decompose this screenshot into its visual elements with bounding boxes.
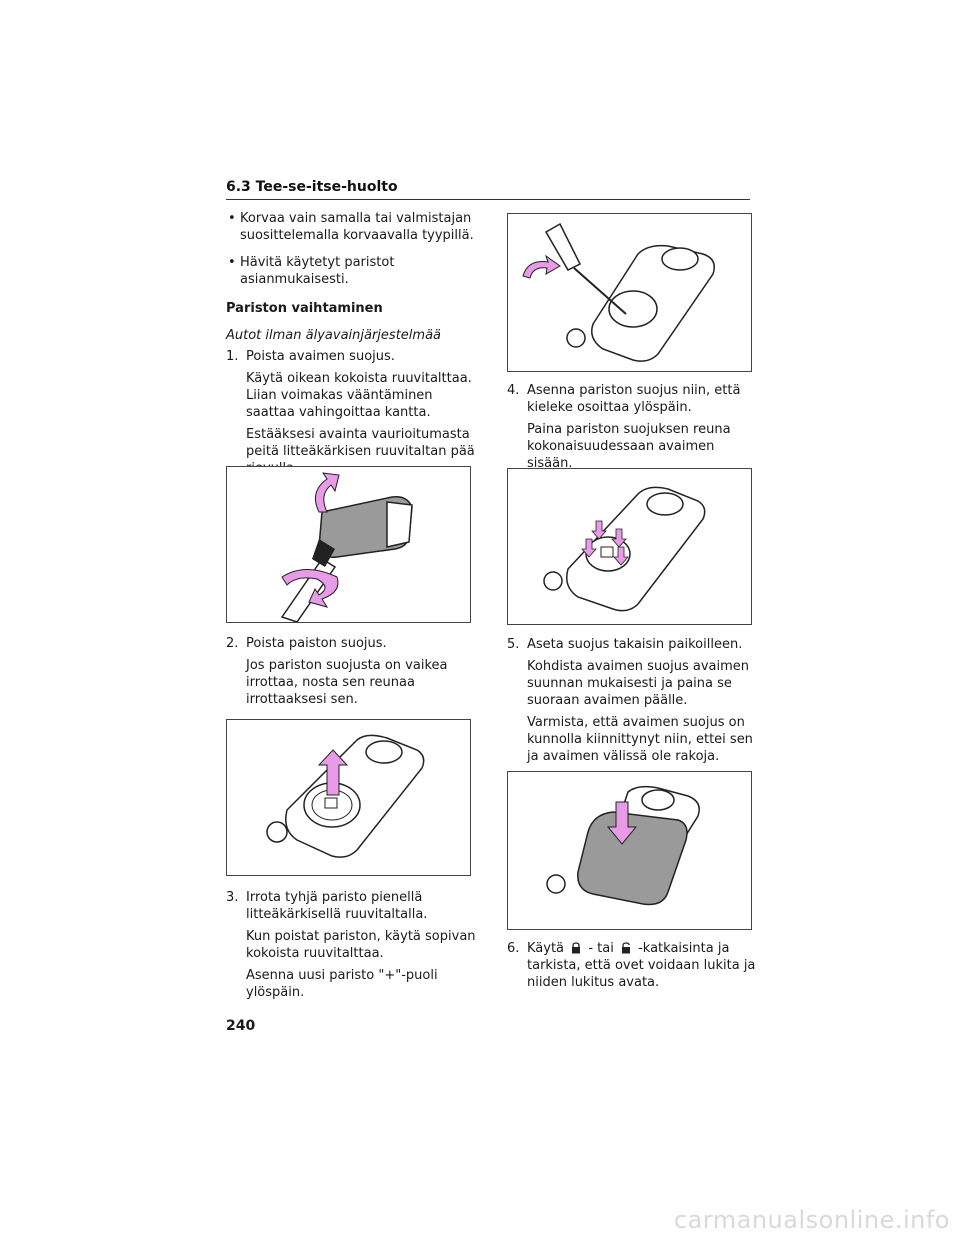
step-title: Poista avaimen suojus. (246, 349, 395, 364)
step-paragraph: Paina pariston suojuksen reuna kokonaisu… (527, 422, 731, 471)
step-paragraph: Jos pariston suojusta on vaikea irrottaa… (246, 658, 448, 707)
step-1: 1. Poista avaimen suojus. (226, 348, 476, 365)
step-5: 5. Aseta suojus takaisin paikoilleen. (507, 636, 757, 653)
step-paragraph: Kun poistat pariston, käytä sopivan koko… (246, 929, 476, 961)
battery-cover-illustration (266, 734, 425, 858)
step-paragraph: Kohdista avaimen suojus avaimen suunnan … (527, 659, 750, 708)
subsection-heading: Pariston vaihtaminen (226, 301, 383, 316)
section-header: 6.3 Tee-se-itse-huolto (226, 176, 750, 200)
step-paragraph: Asenna uusi paristo "+"-puoli ylöspäin. (246, 968, 438, 1000)
battery-removal-illustration (522, 222, 715, 362)
step-title: Aseta suojus takaisin paikoilleen. (527, 637, 743, 652)
step-number: 3. (226, 890, 239, 905)
figure-remove-key-cover (226, 466, 471, 623)
step-number: 6. (507, 941, 520, 956)
figure-remove-battery-cover (226, 719, 471, 876)
step-number: 1. (226, 349, 239, 364)
page-number: 240 (226, 1018, 256, 1034)
left-column: Korvaa vain samalla tai valmistajan suos… (226, 210, 476, 482)
step-6-text-after: -katkaisinta ja tarkista, että ovet void… (527, 941, 756, 990)
watermark: carmanualsonline.info (673, 1206, 950, 1234)
section-title: 6.3 Tee-se-itse-huolto (226, 179, 398, 195)
step-5-block: 5. Aseta suojus takaisin paikoilleen. Ko… (507, 636, 757, 770)
step-title: Asenna pariston suojus niin, että kielek… (527, 383, 741, 415)
battery-cover-install-illustration (543, 486, 706, 612)
step-paragraph: Varmista, että avaimen suojus on kunnoll… (527, 715, 753, 764)
bullet-item: Korvaa vain samalla tai valmistajan suos… (226, 210, 476, 244)
lock-icon (572, 942, 581, 954)
step-title: Irrota tyhjä paristo pienellä litteäkärk… (246, 890, 428, 922)
step-4: 4. Asenna pariston suojus niin, että kie… (507, 382, 757, 416)
step-6-block: 6. Käytä - tai -katkaisinta ja tarkista,… (507, 940, 757, 996)
step-2-block: 2. Poista paiston suojus. Jos pariston s… (226, 635, 476, 713)
step-3: 3. Irrota tyhjä paristo pienellä litteäk… (226, 889, 476, 923)
bullet-item: Hävitä käytetyt paristot asianmukaisesti… (226, 254, 476, 288)
step-6: 6. Käytä - tai -katkaisinta ja tarkista,… (507, 940, 757, 991)
key-cover-reattach-illustration (546, 785, 700, 906)
step-4-block: 4. Asenna pariston suojus niin, että kie… (507, 382, 757, 477)
step-3-block: 3. Irrota tyhjä paristo pienellä litteäk… (226, 889, 476, 1006)
step-number: 5. (507, 637, 520, 652)
step-title: Poista paiston suojus. (246, 636, 387, 651)
step-paragraph: Käytä oikean kokoista ruuvitalttaa. Liia… (246, 371, 472, 420)
step-2: 2. Poista paiston suojus. (226, 635, 476, 652)
figure-reattach-key-cover (507, 771, 752, 930)
figure-install-battery-cover (507, 468, 752, 625)
subsection-subheading: Autot ilman älyavainjärjestelmää (226, 328, 441, 343)
step-6-text-before: Käytä (527, 941, 565, 956)
figure-remove-battery (507, 213, 752, 372)
step-number: 4. (507, 383, 520, 398)
step-number: 2. (226, 636, 239, 651)
unlock-icon (621, 942, 630, 954)
step-6-text-middle: - tai (588, 941, 614, 956)
key-cover-illustration (280, 472, 413, 622)
